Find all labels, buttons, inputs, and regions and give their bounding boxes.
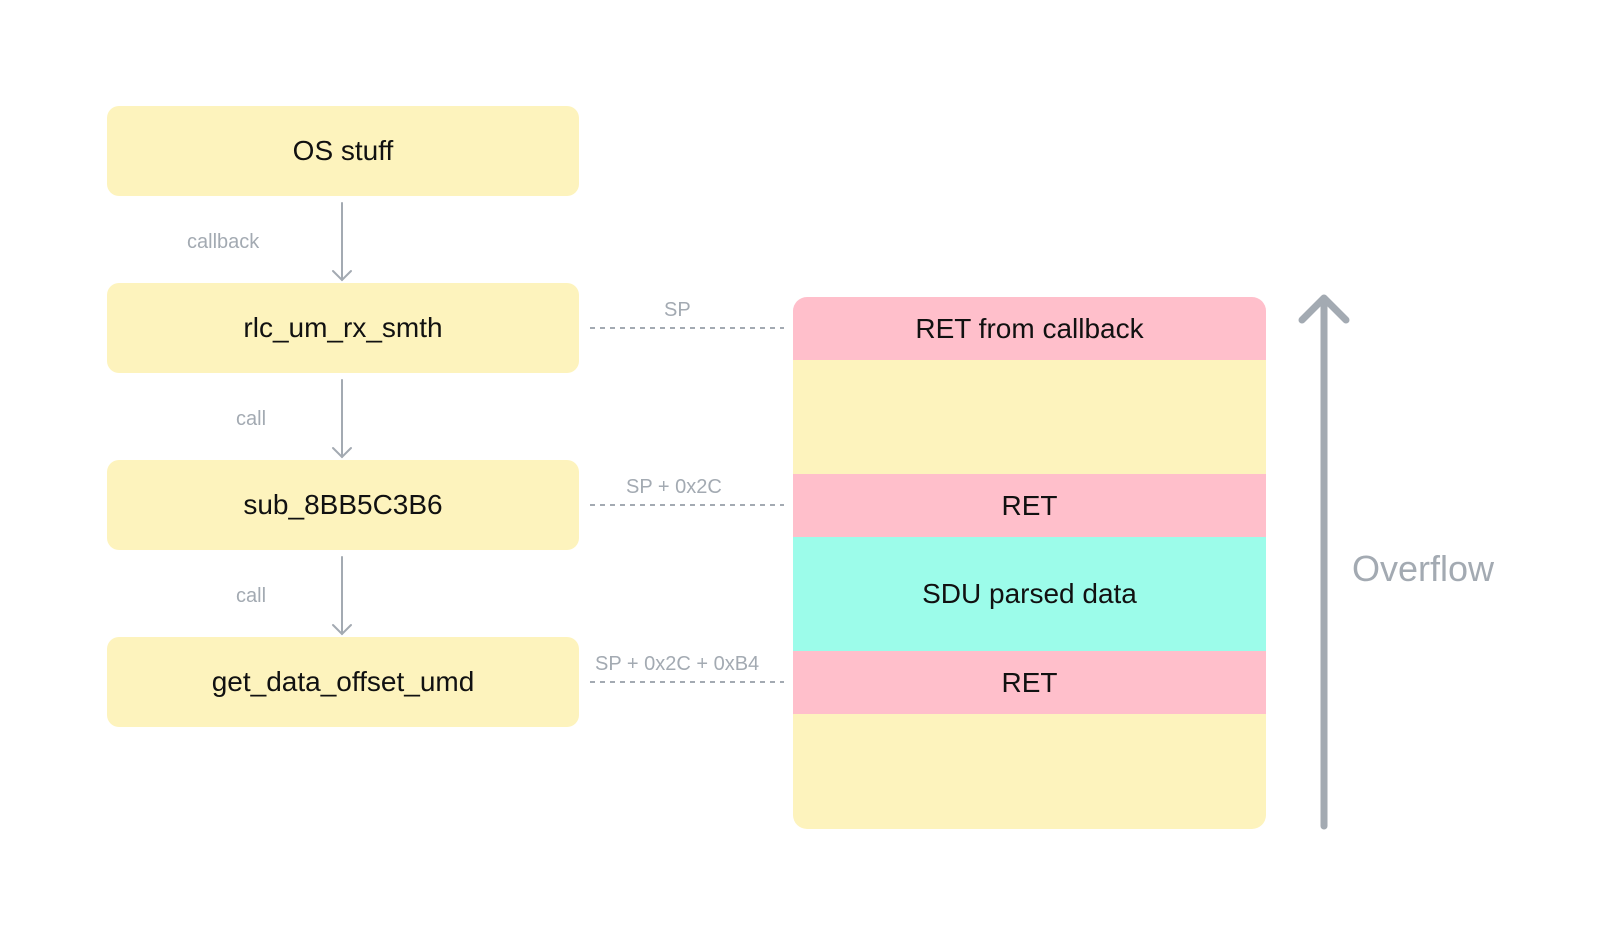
box-rlc-um-rx-smth: rlc_um_rx_smth — [107, 283, 579, 373]
edge-label-call-1: call — [236, 408, 267, 430]
box-sub-8bb5c3b6-label: sub_8BB5C3B6 — [243, 489, 443, 520]
box-get-data-offset-umd-label: get_data_offset_umd — [211, 666, 475, 697]
pointer-label-sp-2c-b4: SP + 0x2C + 0xB4 — [595, 653, 760, 675]
arrow-callback — [332, 202, 352, 282]
pointer-label-sp-2c: SP + 0x2C — [626, 476, 722, 498]
stack-segment-ret-2: RET — [793, 651, 1266, 714]
box-rlc-um-rx-smth-label: rlc_um_rx_smth — [243, 312, 443, 343]
stack-segment-ret-1-label: RET — [1001, 489, 1058, 521]
edge-label-call-2: call — [236, 585, 267, 607]
box-os-stuff: OS stuff — [107, 106, 579, 196]
overflow-label: Overflow — [1352, 548, 1495, 589]
box-os-stuff-label: OS stuff — [292, 135, 394, 166]
stack-segment-ret-from-callback: RET from callback — [793, 297, 1266, 360]
stack-segment-sdu-parsed-data: SDU parsed data — [793, 537, 1266, 651]
stack-segment-frame-1 — [793, 360, 1266, 474]
stack-segment-ret-1: RET — [793, 474, 1266, 537]
box-sub-8bb5c3b6: sub_8BB5C3B6 — [107, 460, 579, 550]
arrow-call-1 — [332, 379, 352, 459]
stack-segment-ret-from-callback-label: RET from callback — [915, 312, 1144, 344]
stack-segment-sdu-parsed-data-label: SDU parsed data — [922, 578, 1137, 609]
stack-segment-frame-2 — [793, 714, 1266, 829]
pointer-label-sp: SP — [664, 299, 691, 321]
box-get-data-offset-umd: get_data_offset_umd — [107, 637, 579, 727]
stack-segment-ret-2-label: RET — [1001, 666, 1058, 698]
arrow-call-2 — [332, 556, 352, 636]
overflow-arrow — [1298, 294, 1350, 830]
stack-column: RET from callback RET SDU parsed data RE… — [793, 297, 1266, 829]
edge-label-callback: callback — [187, 231, 260, 253]
